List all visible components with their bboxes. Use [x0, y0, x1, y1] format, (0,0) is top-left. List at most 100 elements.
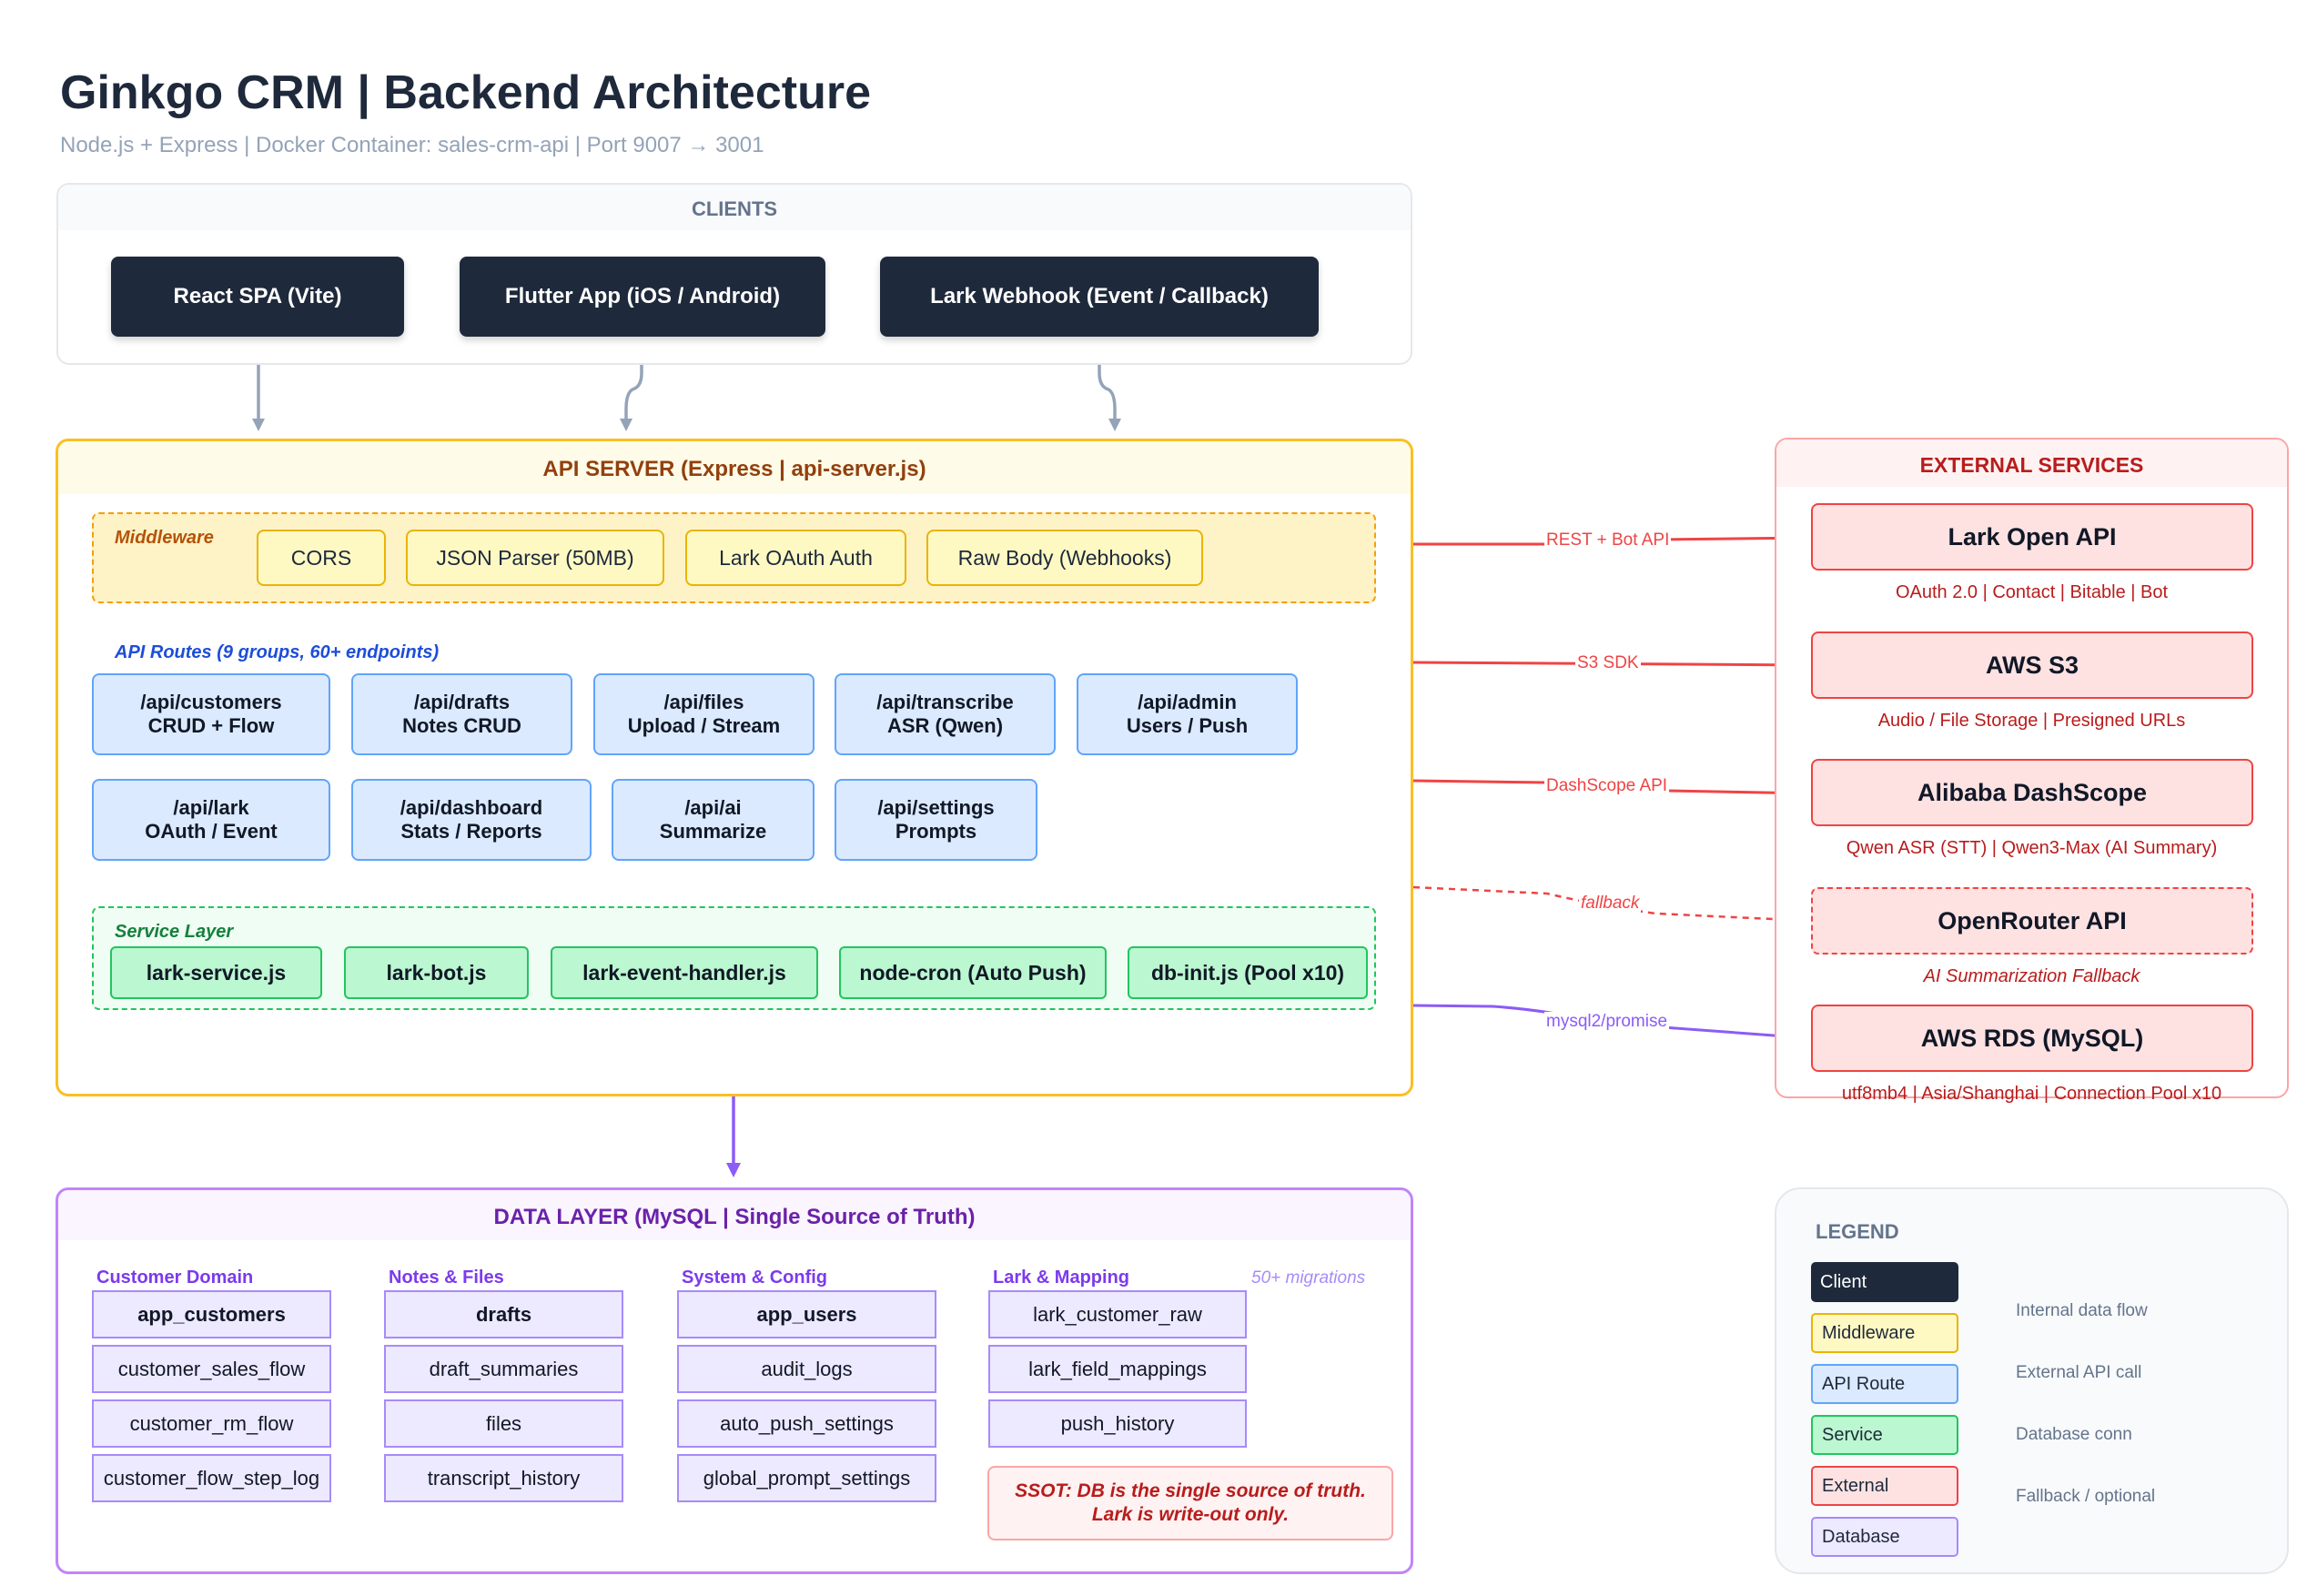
client-flutter-app[interactable]: Flutter App (iOS / Android) [460, 257, 825, 337]
external-lark-open-api-desc: OAuth 2.0 | Contact | Bitable | Bot [1895, 582, 2169, 602]
route-settings[interactable]: /api/settings Prompts [835, 779, 1037, 861]
route-desc: OAuth / Event [145, 820, 278, 843]
table-auto-push-settings[interactable]: auto_push_settings [677, 1399, 936, 1448]
route-path: /api/files [663, 691, 744, 713]
route-path: /api/lark [173, 796, 249, 819]
middleware-json-parser[interactable]: JSON Parser (50MB) [406, 530, 664, 586]
table-customer-flow-step-log[interactable]: customer_flow_step_log [92, 1454, 331, 1502]
route-path: /api/admin [1138, 691, 1237, 713]
legend-text-external: External API call [2016, 1363, 2142, 1382]
external-dashscope-desc: Qwen ASR (STT) | Qwen3-Max (AI Summary) [1846, 838, 2218, 858]
ssot-line-1: SSOT: DB is the single source of truth. [1015, 1480, 1366, 1501]
legend-title: LEGEND [1816, 1220, 1899, 1243]
route-desc: ASR (Qwen) [886, 714, 1004, 737]
service-layer-label: Service Layer [115, 922, 234, 942]
table-customer-sales-flow[interactable]: customer_sales_flow [92, 1345, 331, 1393]
legend-swatch-middleware: Middleware [1811, 1313, 1958, 1353]
route-path: /api/settings [877, 796, 995, 819]
legend-swatch-external: External [1811, 1466, 1958, 1506]
table-customer-rm-flow[interactable]: customer_rm_flow [92, 1399, 331, 1448]
route-path: /api/transcribe [876, 691, 1014, 713]
middleware-cors[interactable]: CORS [257, 530, 386, 586]
route-desc: Prompts [895, 820, 977, 843]
legend-text-fallback: Fallback / optional [2016, 1487, 2156, 1506]
middleware-lark-oauth[interactable]: Lark OAuth Auth [685, 530, 906, 586]
api-server-title: API SERVER (Express | api-server.js) [542, 457, 926, 481]
data-layer-title: DATA LAYER (MySQL | Single Source of Tru… [493, 1205, 976, 1229]
external-lark-open-api[interactable]: Lark Open API [1811, 503, 2253, 571]
service-db-init[interactable]: db-init.js (Pool x10) [1128, 946, 1368, 999]
legend-swatch-api-route: API Route [1811, 1364, 1958, 1404]
external-openrouter-api[interactable]: OpenRouter API [1811, 887, 2253, 955]
routes-label: API Routes (9 groups, 60+ endpoints) [115, 642, 440, 662]
route-transcribe[interactable]: /api/transcribe ASR (Qwen) [835, 673, 1056, 755]
external-services-title: EXTERNAL SERVICES [1919, 453, 2144, 477]
page-title: Ginkgo CRM | Backend Architecture [60, 66, 872, 119]
service-node-cron[interactable]: node-cron (Auto Push) [839, 946, 1107, 999]
group-label-lark-mapping: Lark & Mapping [993, 1268, 1130, 1288]
legend-text-database: Database conn [2016, 1425, 2132, 1444]
external-alibaba-dashscope[interactable]: Alibaba DashScope [1811, 759, 2253, 826]
group-label-system-config: System & Config [682, 1268, 828, 1288]
table-push-history[interactable]: push_history [988, 1399, 1247, 1448]
route-desc: Stats / Reports [400, 820, 542, 843]
legend-swatch-database: Database [1811, 1517, 1958, 1557]
route-files[interactable]: /api/files Upload / Stream [593, 673, 815, 755]
route-desc: Upload / Stream [627, 714, 781, 737]
route-dashboard[interactable]: /api/dashboard Stats / Reports [351, 779, 592, 861]
external-openrouter-desc: AI Summarization Fallback [1923, 966, 2140, 986]
route-admin[interactable]: /api/admin Users / Push [1077, 673, 1298, 755]
table-lark-customer-raw[interactable]: lark_customer_raw [988, 1290, 1247, 1338]
external-aws-rds-desc: utf8mb4 | Asia/Shanghai | Connection Poo… [1841, 1084, 2222, 1104]
route-desc: Summarize [659, 820, 767, 843]
external-services-header-bg [1776, 439, 2287, 487]
external-aws-rds[interactable]: AWS RDS (MySQL) [1811, 1005, 2253, 1072]
route-ai[interactable]: /api/ai Summarize [612, 779, 815, 861]
ssot-note: SSOT: DB is the single source of truth. … [987, 1466, 1393, 1540]
ssot-line-2: Lark is write-out only. [1091, 1504, 1290, 1525]
clients-panel-header-bg [58, 185, 1411, 230]
route-path: /api/drafts [413, 691, 511, 713]
page-subtitle: Node.js + Express | Docker Container: sa… [60, 133, 764, 157]
migrations-note: 50+ migrations [1251, 1268, 1366, 1288]
service-lark-bot[interactable]: lark-bot.js [344, 946, 529, 999]
table-global-prompt-settings[interactable]: global_prompt_settings [677, 1454, 936, 1502]
route-lark[interactable]: /api/lark OAuth / Event [92, 779, 330, 861]
table-transcript-history[interactable]: transcript_history [384, 1454, 623, 1502]
client-lark-webhook[interactable]: Lark Webhook (Event / Callback) [880, 257, 1319, 337]
edge-label-dashscope-api: DashScope API [1544, 776, 1670, 796]
table-files[interactable]: files [384, 1399, 623, 1448]
legend-swatch-client: Client [1811, 1262, 1958, 1302]
table-app-users[interactable]: app_users [677, 1290, 936, 1338]
edge-label-fallback: fallback [1579, 894, 1642, 914]
route-customers[interactable]: /api/customers CRUD + Flow [92, 673, 330, 755]
route-path: /api/dashboard [400, 796, 543, 819]
data-layer-header-bg [58, 1190, 1411, 1240]
external-aws-s3[interactable]: AWS S3 [1811, 631, 2253, 699]
route-drafts[interactable]: /api/drafts Notes CRUD [351, 673, 572, 755]
middleware-label: Middleware [115, 528, 214, 548]
edge-flutter-to-api [620, 337, 643, 431]
table-drafts[interactable]: drafts [384, 1290, 623, 1338]
legend-swatch-service: Service [1811, 1415, 1958, 1455]
edge-label-mysql2: mysql2/promise [1544, 1012, 1670, 1032]
middleware-raw-body[interactable]: Raw Body (Webhooks) [926, 530, 1203, 586]
service-lark-service[interactable]: lark-service.js [110, 946, 322, 999]
route-desc: Users / Push [1126, 714, 1249, 737]
clients-panel-title: CLIENTS [691, 197, 778, 220]
group-label-customer-domain: Customer Domain [96, 1268, 254, 1288]
edge-label-s3-sdk: S3 SDK [1575, 653, 1641, 673]
external-aws-s3-desc: Audio / File Storage | Presigned URLs [1877, 711, 2186, 731]
table-lark-field-mappings[interactable]: lark_field_mappings [988, 1345, 1247, 1393]
route-desc: CRUD + Flow [147, 714, 275, 737]
table-audit-logs[interactable]: audit_logs [677, 1345, 936, 1393]
edge-webhook-to-api [1098, 337, 1121, 431]
client-react-spa[interactable]: React SPA (Vite) [111, 257, 404, 337]
route-path: /api/customers [140, 691, 282, 713]
route-path: /api/ai [684, 796, 742, 819]
table-draft-summaries[interactable]: draft_summaries [384, 1345, 623, 1393]
route-desc: Notes CRUD [402, 714, 521, 737]
legend-text-internal: Internal data flow [2016, 1301, 2148, 1320]
table-app-customers[interactable]: app_customers [92, 1290, 331, 1338]
service-lark-event-handler[interactable]: lark-event-handler.js [551, 946, 818, 999]
